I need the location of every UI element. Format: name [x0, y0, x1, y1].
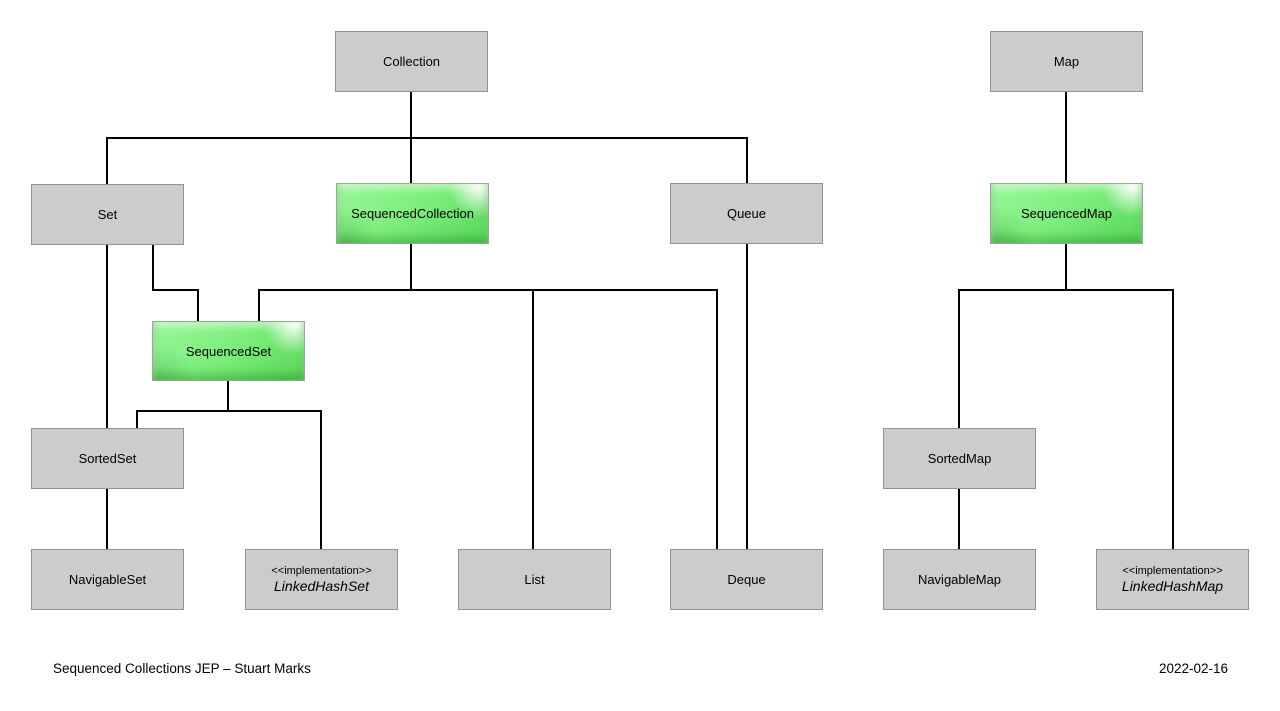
edge-branch-to-set — [106, 137, 108, 184]
node-navigablemap-label: NavigableMap — [917, 572, 1002, 587]
node-sequencedmap-label: SequencedMap — [1020, 206, 1113, 221]
node-set: Set — [31, 184, 184, 245]
node-sequencedset-label: SequencedSet — [185, 343, 272, 359]
edge-sequencedset-to-sortedset — [136, 410, 138, 428]
edge-midbar-to-deque — [716, 289, 718, 549]
edge-sequencedmap-bar — [958, 289, 1174, 291]
node-sequencedcollection: SequencedCollection — [336, 183, 489, 244]
node-navigableset: NavigableSet — [31, 549, 184, 610]
node-collection: Collection — [335, 31, 488, 92]
edge-collection-branch-bar — [106, 137, 748, 139]
edge-set-to-sequencedset-seg2 — [152, 289, 199, 291]
edge-set-to-sequencedset-seg3 — [197, 289, 199, 321]
node-sortedmap-label: SortedMap — [927, 451, 992, 466]
node-navigablemap: NavigableMap — [883, 549, 1036, 610]
edge-sequencedset-down — [227, 381, 229, 412]
node-set-label: Set — [97, 207, 118, 222]
footer-title: Sequenced Collections JEP – Stuart Marks — [53, 661, 311, 676]
node-linkedhashset: <<implementation>> LinkedHashSet — [245, 549, 398, 610]
node-deque-label: Deque — [727, 572, 766, 587]
edge-sequencedset-bar — [136, 410, 322, 412]
footer-date: 2022-02-16 — [1158, 661, 1228, 676]
node-linkedhashmap-label: LinkedHashMap — [1121, 578, 1224, 594]
edge-sequencedmap-down — [1065, 244, 1067, 291]
node-linkedhashmap-stereotype: <<implementation>> — [1122, 565, 1223, 577]
edge-sequencedmap-to-linkedhashmap — [1172, 289, 1174, 549]
node-collection-label: Collection — [382, 54, 441, 69]
node-sortedmap: SortedMap — [883, 428, 1036, 489]
edge-sequencedcollection-to-midbar — [410, 244, 412, 291]
edge-sortedmap-to-navigablemap — [958, 489, 960, 549]
node-queue-label: Queue — [726, 206, 767, 221]
node-sequencedmap: SequencedMap — [990, 183, 1143, 244]
edge-midbar-to-sequencedset — [258, 289, 260, 321]
node-map-label: Map — [1053, 54, 1080, 69]
node-list: List — [458, 549, 611, 610]
edge-sequencedset-to-linkedhashset — [320, 410, 322, 549]
node-navigableset-label: NavigableSet — [68, 572, 147, 587]
edge-branch-to-queue — [746, 137, 748, 183]
edge-sequencedmap-to-sortedmap — [958, 289, 960, 428]
node-list-label: List — [524, 572, 545, 587]
edge-map-to-sequencedmap — [1065, 92, 1067, 183]
edge-midbar-to-list — [532, 289, 534, 549]
node-sequencedcollection-label: SequencedCollection — [351, 206, 474, 221]
node-linkedhashset-stereotype: <<implementation>> — [271, 565, 372, 577]
edge-midbar — [258, 289, 718, 291]
edge-set-to-sortedset — [106, 245, 108, 428]
node-deque: Deque — [670, 549, 823, 610]
edge-queue-to-deque — [746, 244, 748, 549]
edge-set-to-sequencedset-seg1 — [152, 245, 154, 291]
node-sequencedset: SequencedSet — [152, 321, 305, 381]
node-sortedset-label: SortedSet — [78, 451, 137, 466]
node-linkedhashset-label: LinkedHashSet — [274, 578, 369, 594]
node-linkedhashmap: <<implementation>> LinkedHashMap — [1096, 549, 1249, 610]
node-sortedset: SortedSet — [31, 428, 184, 489]
node-map: Map — [990, 31, 1143, 92]
edge-sortedset-to-navigableset — [106, 489, 108, 549]
node-queue: Queue — [670, 183, 823, 244]
